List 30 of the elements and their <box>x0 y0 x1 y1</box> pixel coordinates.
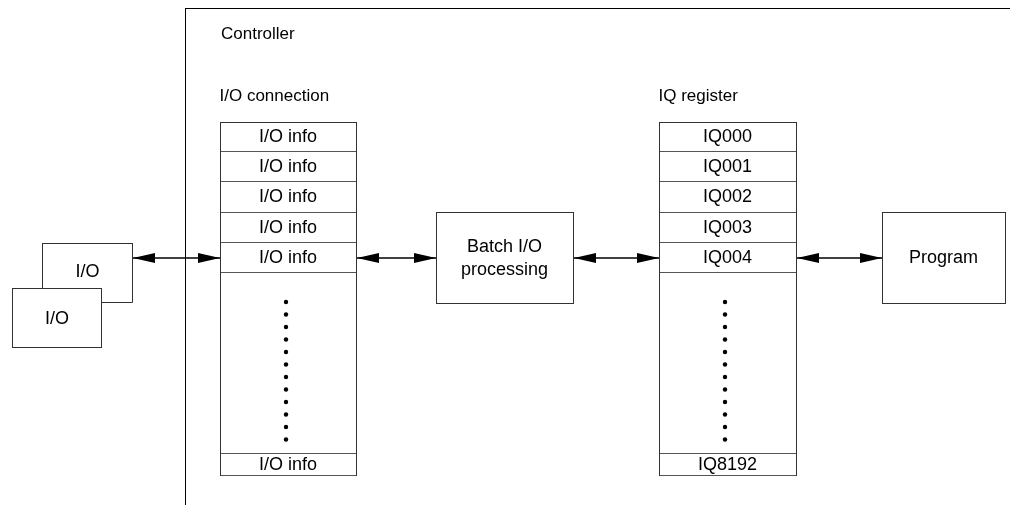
process-box <box>12 288 102 348</box>
box-label: Program <box>909 246 978 269</box>
row-label: IQ002 <box>702 185 752 208</box>
double-arrow <box>132 253 221 263</box>
column-heading: IQ register <box>658 85 738 106</box>
box-label: I/O <box>75 259 100 282</box>
row-label: I/O info <box>259 185 317 208</box>
row-label: I/O info <box>259 154 317 178</box>
process-box <box>881 211 1006 304</box>
row-label: I/O info <box>259 245 317 269</box>
row-label: IQ004 <box>702 245 752 269</box>
box-label: I/O <box>45 306 69 330</box>
double-arrow <box>356 253 437 263</box>
column-heading: I/O connection <box>219 85 330 106</box>
process-box <box>42 243 133 288</box>
process-box <box>435 211 574 304</box>
row-label: I/O info <box>259 452 317 476</box>
row-label: I/O info <box>259 124 317 148</box>
row-label: I/O info <box>259 215 317 239</box>
row-label: IQ8192 <box>697 452 757 476</box>
row-label: IQ003 <box>702 215 752 239</box>
double-arrow <box>573 253 660 263</box>
frame-title: Controller <box>221 24 295 44</box>
row-label: IQ000 <box>702 124 752 148</box>
box-label: Batch I/O processing <box>459 235 549 280</box>
register-row <box>659 452 796 476</box>
double-arrow <box>796 253 883 263</box>
register-row <box>220 452 356 476</box>
controller-frame <box>185 8 1010 505</box>
row-label: IQ001 <box>702 154 752 178</box>
